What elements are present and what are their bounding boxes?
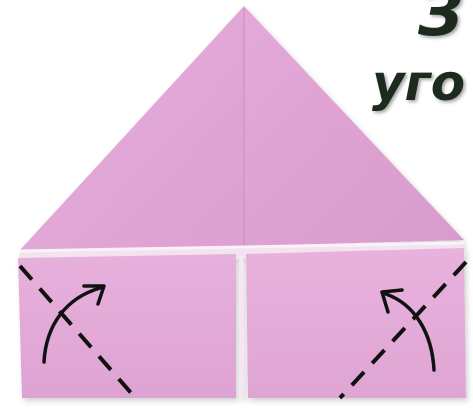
instruction-heading-line-1: З (418, 0, 463, 46)
bottom-right-flap (246, 248, 466, 398)
instruction-heading-line-2: уго (372, 58, 465, 108)
triangle-left-half (20, 6, 244, 250)
flap-gap (241, 256, 242, 398)
bottom-left-flap (18, 254, 236, 398)
